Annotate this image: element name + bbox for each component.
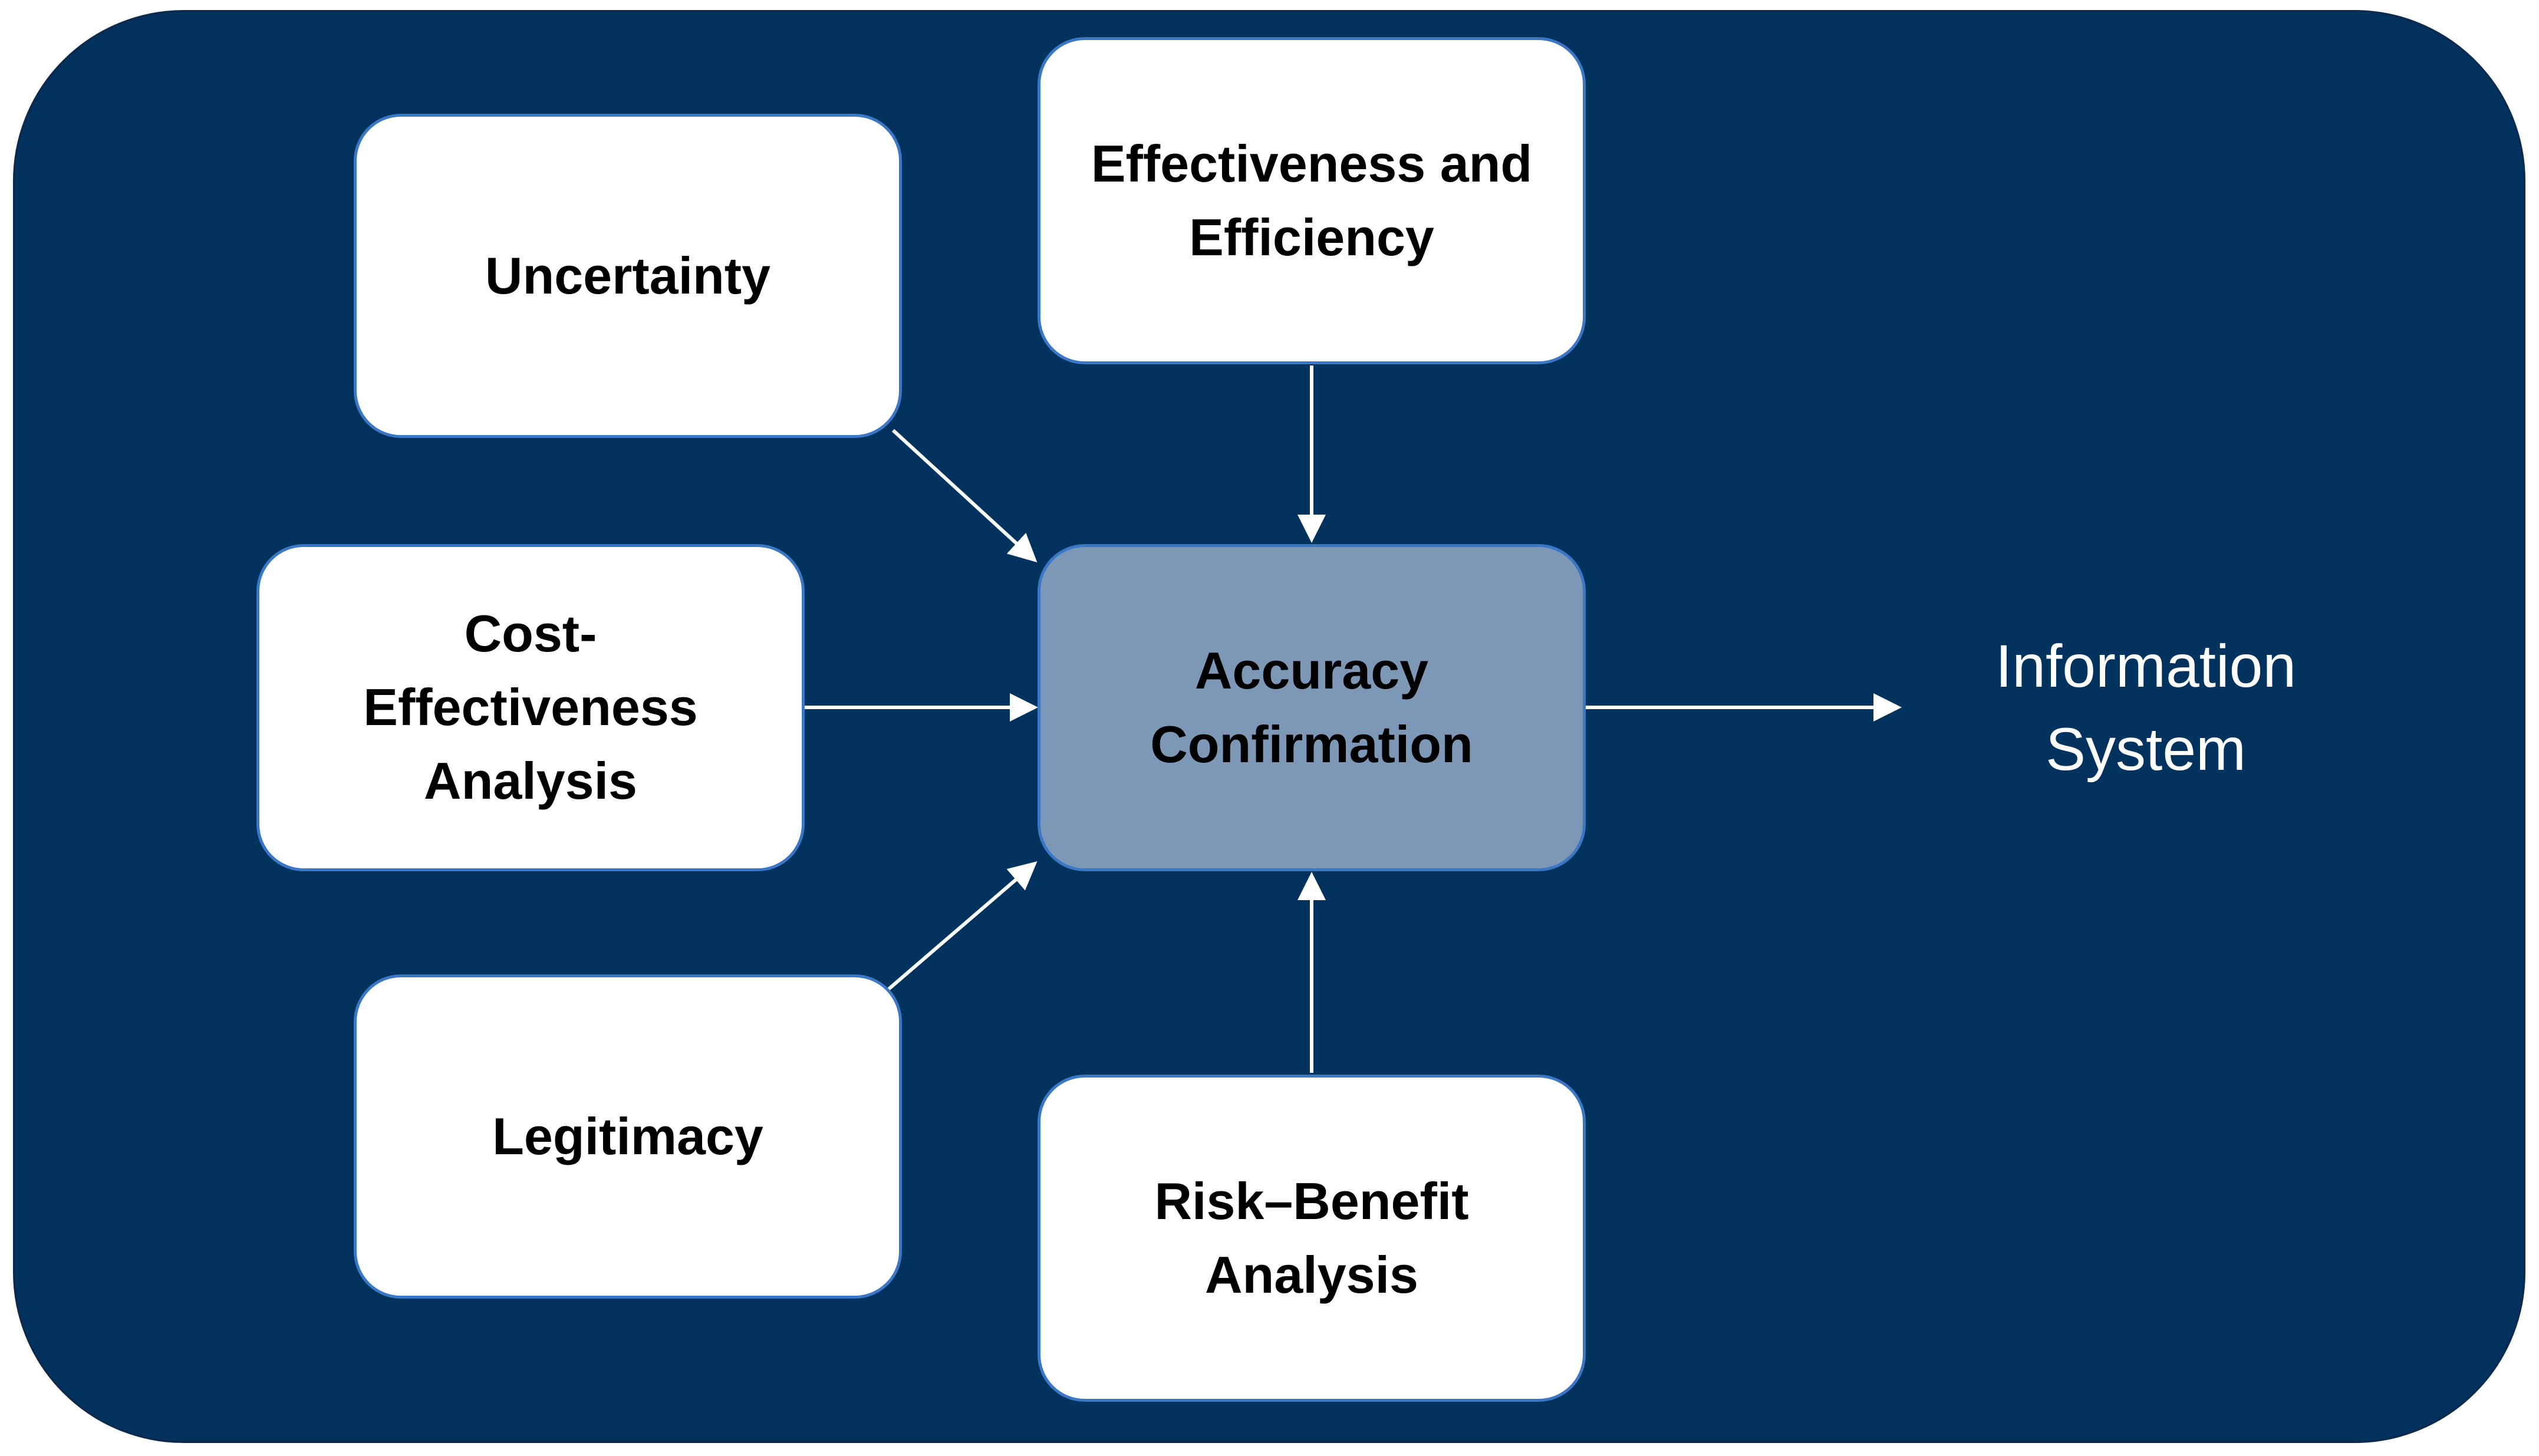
arrow-uncertainty-to-center xyxy=(891,429,1038,563)
cost-effectiveness-box: Cost- Effectiveness Analysis xyxy=(256,544,805,871)
accuracy-confirmation-box: Accuracy Confirmation xyxy=(1038,544,1586,871)
effectiveness-efficiency-label: Effectiveness and Efficiency xyxy=(1091,134,1533,266)
legitimacy-box: Legitimacy xyxy=(354,974,902,1299)
uncertainty-label: Uncertainty xyxy=(485,246,771,305)
information-system-label: Information System xyxy=(1995,633,2297,783)
risk-benefit-label: Risk–Benefit Analysis xyxy=(1154,1171,1469,1304)
effectiveness-efficiency-box: Effectiveness and Efficiency xyxy=(1038,37,1586,364)
arrow-legitimacy-to-center xyxy=(886,861,1038,992)
uncertainty-box: Uncertainty xyxy=(354,114,902,438)
accuracy-confirmation-label: Accuracy Confirmation xyxy=(1150,641,1473,773)
risk-benefit-box: Risk–Benefit Analysis xyxy=(1038,1075,1586,1402)
legitimacy-label: Legitimacy xyxy=(492,1106,763,1165)
cost-effectiveness-label: Cost- Effectiveness Analysis xyxy=(363,604,698,810)
